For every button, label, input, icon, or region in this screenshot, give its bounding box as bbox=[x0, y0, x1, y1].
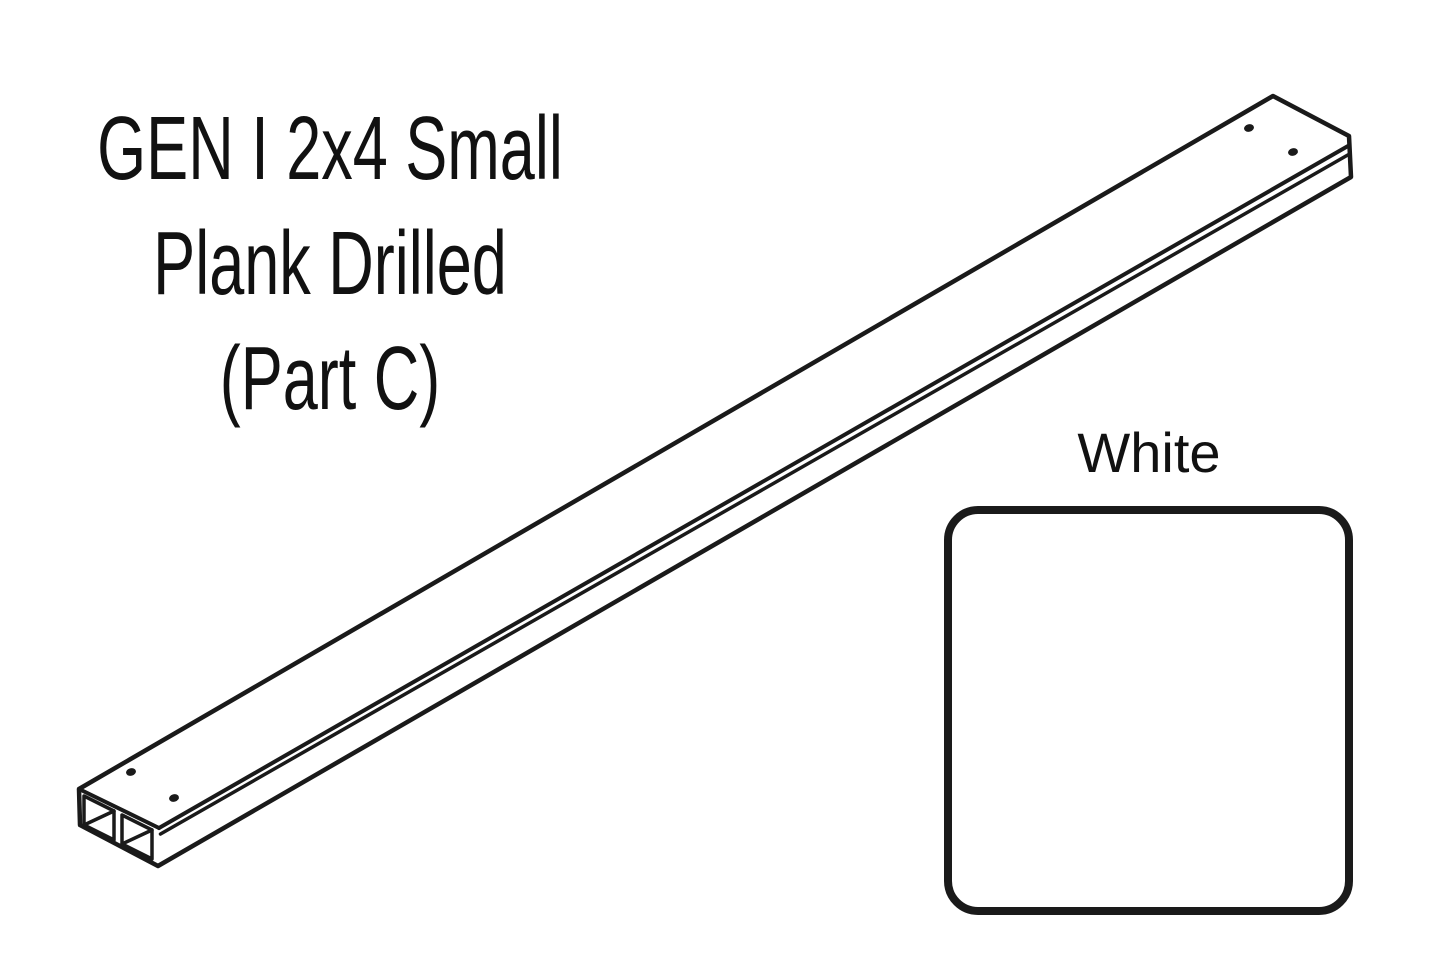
plank-end-cell-right bbox=[120, 813, 154, 861]
drill-hole bbox=[1244, 124, 1254, 132]
plank-end-cell-left bbox=[82, 794, 116, 842]
color-swatch-label: White bbox=[1077, 421, 1221, 484]
product-title-line-1: GEN I 2x4 Small bbox=[97, 99, 563, 199]
product-title-line-3: (Part C) bbox=[219, 329, 441, 429]
plank-left-end-top-edge bbox=[77, 787, 161, 830]
drill-hole bbox=[169, 794, 179, 802]
plank-chamfer-line-2 bbox=[158, 152, 1352, 836]
plank-end-cell-right-diagonal bbox=[120, 828, 154, 846]
drill-hole bbox=[126, 768, 136, 776]
plank-silhouette bbox=[76, 93, 1354, 869]
color-swatch-white bbox=[944, 506, 1353, 915]
drill-hole bbox=[1288, 148, 1298, 156]
plank-chamfer-line-1 bbox=[157, 144, 1350, 830]
product-title-line-2: Plank Drilled bbox=[153, 214, 507, 314]
plank-end-cell-left-diagonal bbox=[82, 809, 116, 827]
product-title: GEN I 2x4 Small Plank Drilled (Part C) bbox=[15, 92, 645, 437]
